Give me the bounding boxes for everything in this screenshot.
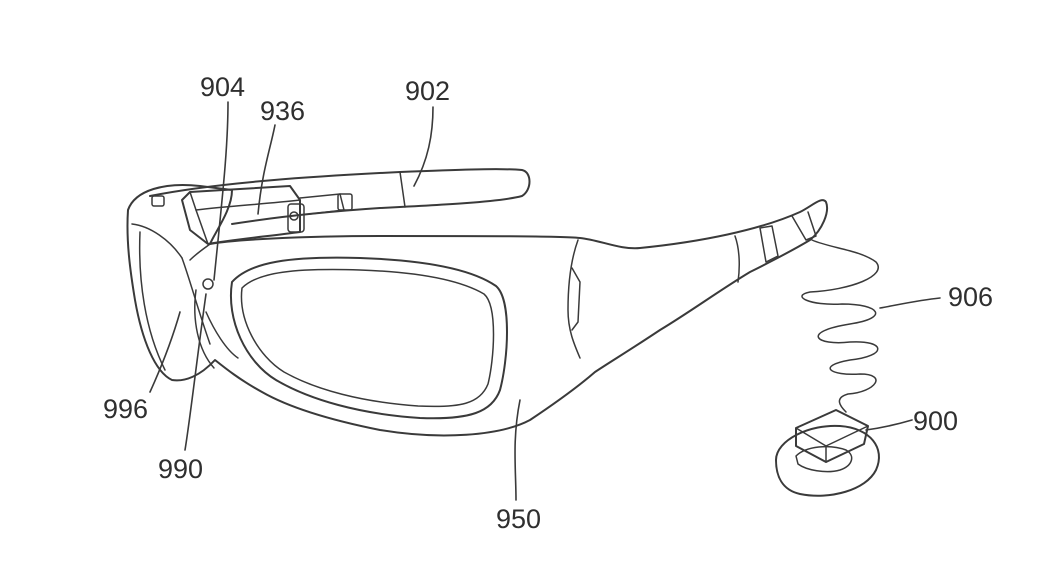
label-906: 906 <box>948 282 993 312</box>
label-900: 900 <box>913 406 958 436</box>
far-temple-arm <box>149 168 531 225</box>
temple-end <box>734 211 817 283</box>
label-902: 902 <box>405 76 450 106</box>
coiled-cable <box>801 239 879 413</box>
label-936: 936 <box>260 96 305 126</box>
camera-and-side-lens <box>194 278 239 369</box>
label-996: 996 <box>103 394 148 424</box>
lens <box>229 256 508 420</box>
label-950: 950 <box>496 504 541 534</box>
hinge-detail <box>567 239 581 359</box>
front-frame <box>126 184 828 437</box>
ring-device <box>775 409 880 497</box>
reference-numerals: 904 936 902 906 996 990 950 900 <box>103 72 993 534</box>
electronics-module <box>151 185 353 245</box>
label-904: 904 <box>200 72 245 102</box>
leader-lines <box>149 101 941 501</box>
label-990: 990 <box>158 454 203 484</box>
